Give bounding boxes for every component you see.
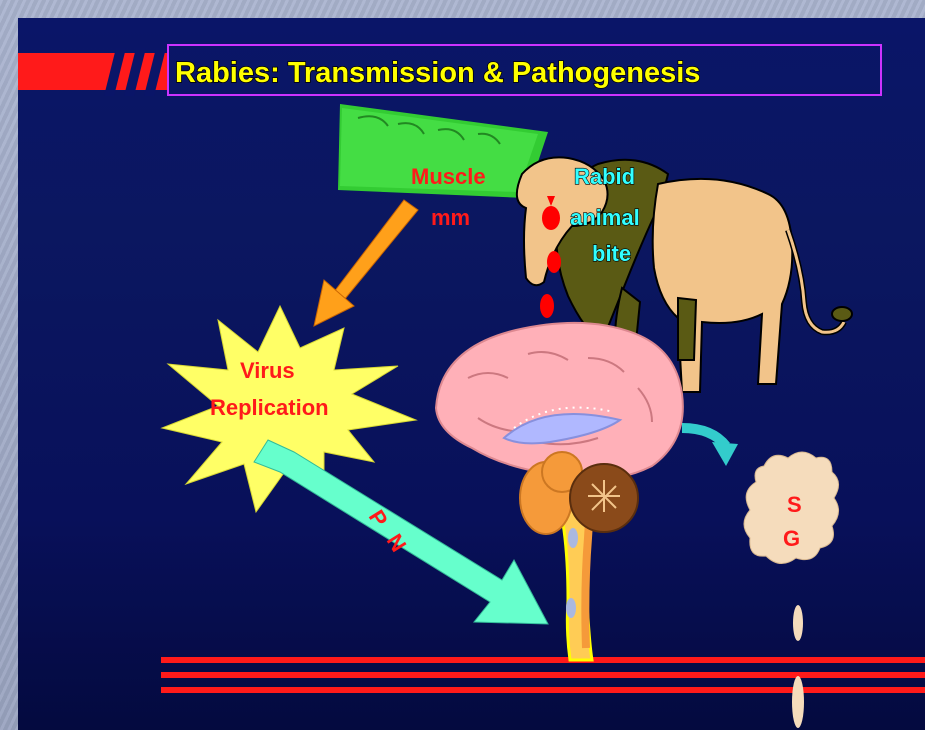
saliva-drop (793, 605, 803, 641)
diagram-canvas: Rabies: Transmission & Pathogenesis Musc… (18, 18, 925, 730)
saliva-drop (792, 676, 804, 728)
header-stripes (18, 48, 168, 96)
brain-to-sg-arrow (682, 428, 738, 466)
slide: Rabies: Transmission & Pathogenesis Musc… (18, 18, 925, 730)
mm-label: mm (431, 205, 470, 230)
sg-g-label: G (783, 526, 800, 551)
muscle-label: Muscle (411, 164, 486, 189)
bite-label: bite (592, 241, 631, 266)
muscle-to-virus-arrow (314, 200, 418, 326)
rabid-label: Rabid (574, 164, 635, 189)
animal-label: animal (570, 205, 640, 230)
brain-illustration (436, 323, 683, 660)
sg-s-label: S (787, 492, 802, 517)
virus-label: Virus (240, 358, 295, 383)
page-title: Rabies: Transmission & Pathogenesis (175, 57, 700, 89)
replication-label: Replication (210, 395, 329, 420)
spinal-cord-lines (161, 657, 925, 693)
